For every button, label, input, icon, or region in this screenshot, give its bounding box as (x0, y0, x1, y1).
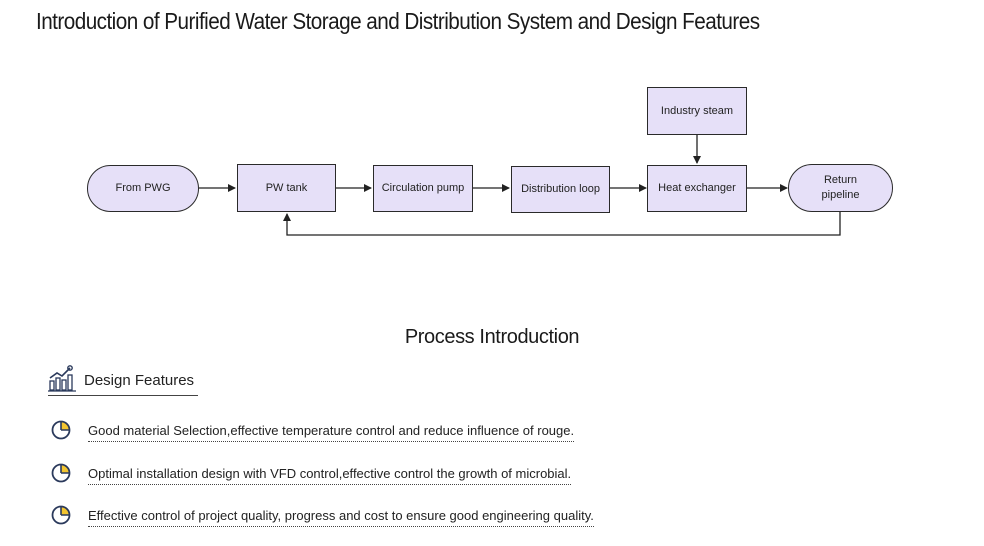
node-from-pwg-label: From PWG (115, 182, 171, 194)
feature-text: Effective control of project quality, pr… (88, 508, 594, 527)
node-industry-steam-label: Industry steam (660, 104, 734, 117)
design-features-underline (48, 395, 198, 396)
feature-item: Good material Selection,effective temper… (50, 419, 575, 446)
flow-connectors (199, 135, 841, 236)
node-industry-steam: Industry steam (647, 87, 747, 135)
page-title: Introduction of Purified Water Storage a… (36, 8, 760, 34)
pie-chart-icon (50, 504, 72, 531)
node-return-pipeline: Return pipeline (788, 164, 893, 212)
pie-chart-icon (50, 419, 72, 446)
bar-chart-icon (48, 364, 78, 397)
node-heat-exchanger-label: Heat exchanger (658, 182, 736, 194)
node-pw-tank-label: PW tank (265, 181, 308, 194)
node-distribution-loop-label: Distribution loop (521, 183, 600, 195)
node-distribution-loop: Distribution loop (511, 166, 610, 213)
feature-item: Effective control of project quality, pr… (50, 504, 594, 531)
feature-text: Optimal installation design with VFD con… (88, 466, 572, 485)
node-circulation-pump: Circulation pump (373, 165, 473, 212)
node-circulation-pump-label: Circulation pump (381, 182, 465, 194)
pie-chart-icon (50, 462, 72, 489)
feature-text: Good material Selection,effective temper… (88, 423, 575, 442)
node-from-pwg: From PWG (87, 165, 199, 212)
node-return-pipeline-label: Return pipeline (821, 174, 860, 201)
feature-item: Optimal installation design with VFD con… (50, 462, 572, 489)
arrow-return-to-tank (283, 212, 841, 236)
process-introduction-title: Process Introduction (404, 326, 580, 348)
node-pw-tank: PW tank (237, 164, 336, 212)
design-features-header: Design Features (48, 364, 194, 397)
node-heat-exchanger: Heat exchanger (647, 165, 747, 212)
design-features-title: Design Features (84, 372, 195, 389)
